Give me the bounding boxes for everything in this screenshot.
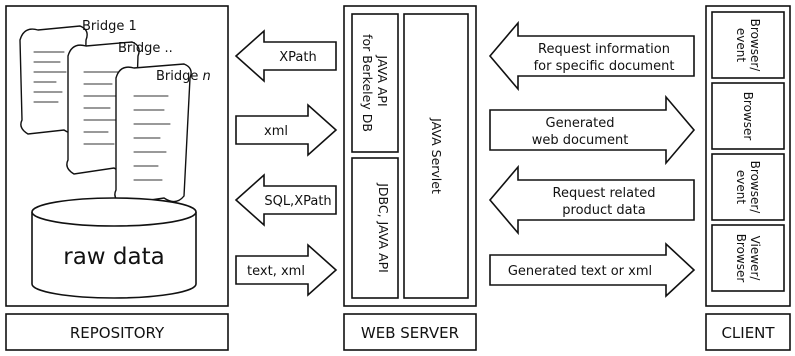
arrow-label: text, xml [247,264,305,279]
arrow-right-4: text, xml [235,243,338,297]
arrow-label-line: for specific document [534,59,675,74]
jdbc-java-api-box [351,157,399,299]
block-arrow-right-icon [235,243,338,297]
block-arrow-left-icon [488,20,695,92]
arrow-label-line: product data [562,203,645,218]
bridge-document-3-icon [114,63,192,205]
arrow-right-2: Generated web document [489,94,696,166]
client-footer-label: CLIENT [721,324,775,342]
arrow-label-line: Generated text or xml [508,264,652,279]
arrow-label-line: web document [532,133,629,148]
arrow-label-line: Generated [546,116,615,131]
arrow-label: SQL,XPath [264,194,331,209]
arrow-left-3: Request related product data [488,164,695,236]
java-api-berkeley-label: JAVA API for Berkeley DB [360,34,390,132]
repository-footer-label: REPOSITORY [70,324,165,342]
raw-data-label: raw data [63,244,164,270]
bridge-n-label: Bridge n [156,69,211,84]
arrow-right-2: xml [235,103,338,157]
arrow-left-3: SQL,XPath [234,173,337,227]
web-server-footer-box [343,313,477,351]
client-panel-label: Browser/event [734,19,762,73]
block-arrow-right-icon [489,94,696,166]
client-panel-label: Browser/event [734,161,762,215]
client-panel-1: Browser/event [711,11,785,79]
arrow-right-4: Generated text or xml [489,242,696,298]
client-panel-label: Viewer/Browser [734,234,762,283]
arrow-left-1: Request information for specific document [488,20,695,92]
client-panel-4: Viewer/Browser [711,224,785,292]
arrow-left-1: XPath [234,29,337,83]
arrow-label-line: Request information [538,42,670,57]
java-api-berkeley-box [351,13,399,153]
block-arrow-left-icon [234,173,337,227]
client-footer-box [705,313,791,351]
jdbc-java-api-label: JDBC, JAVA API [376,182,391,273]
java-servlet-label: JAVA Servlet [429,117,444,194]
web-server-footer-label: WEB SERVER [361,324,459,342]
arrow-label: XPath [279,50,316,65]
arrow-label-line: Request related [553,186,656,201]
raw-data-database-icon [31,197,197,299]
bridge-2-label: Bridge .. [118,41,173,56]
client-panel-label: Browser [741,92,755,141]
block-arrow-left-icon [488,164,695,236]
bridge-1-label: Bridge 1 [82,19,137,34]
java-servlet-box [403,13,469,299]
block-arrow-left-icon [234,29,337,83]
client-panel-3: Browser/event [711,153,785,221]
block-arrow-right-icon [235,103,338,157]
arrow-label: xml [264,124,288,139]
client-panel-2: Browser [711,82,785,150]
repository-footer-box [5,313,229,351]
block-arrow-right-icon [489,242,696,298]
